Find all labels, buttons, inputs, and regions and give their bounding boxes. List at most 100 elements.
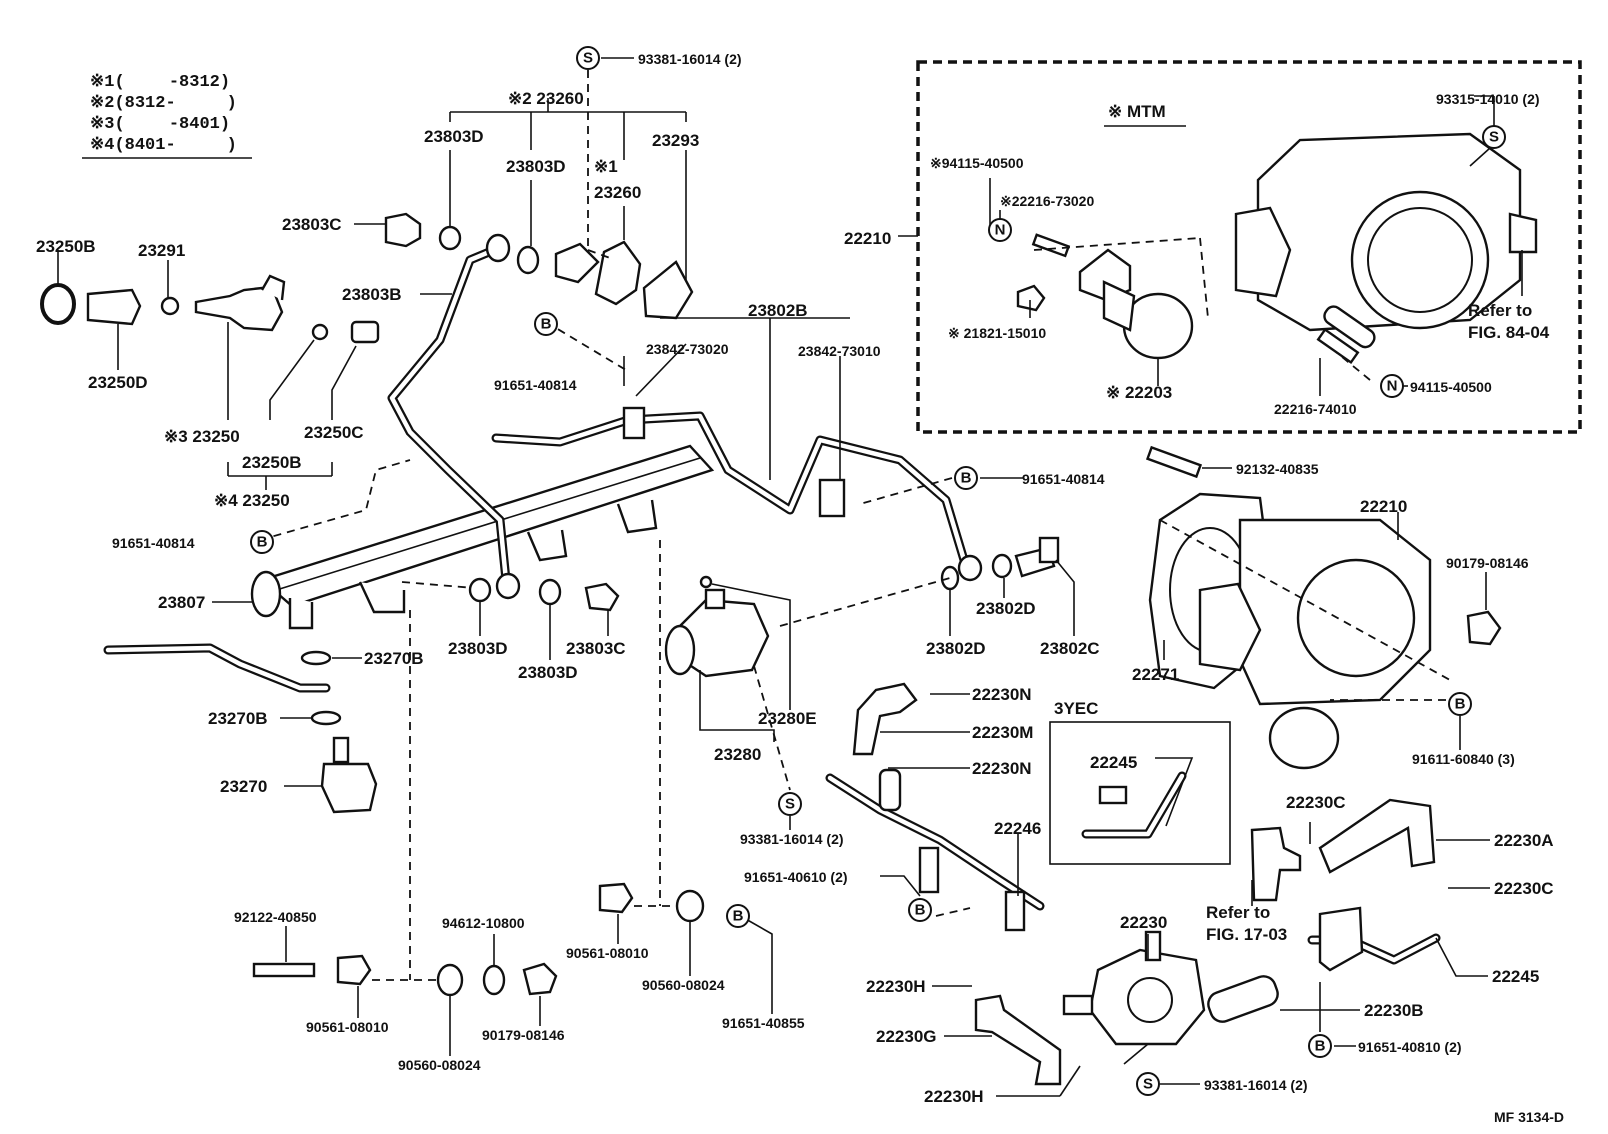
label-23802B: 23802B	[748, 301, 808, 320]
label-23803C-a: 23803C	[282, 215, 342, 234]
fuel-line-pulsation	[103, 643, 378, 814]
label-22230N-b: 22230N	[972, 759, 1032, 778]
gasket-23803D-a	[438, 225, 462, 251]
label-90560-08024-b: 90560-08024	[642, 977, 725, 993]
legend-line-4: ※4(8401- )	[90, 136, 237, 155]
label-94612-10800: 94612-10800	[442, 915, 525, 931]
label-23270: 23270	[220, 777, 267, 796]
3yec-inset-border	[1049, 721, 1231, 865]
stud-22216-74010	[1316, 327, 1360, 365]
leader-lines	[57, 57, 1523, 1097]
fuel-pipe-23802B	[491, 406, 983, 582]
label-22246: 22246	[994, 819, 1041, 838]
grommet-23291	[160, 296, 180, 316]
label-22230: 22230	[1120, 913, 1167, 932]
svg-text:B: B	[541, 316, 552, 333]
label-22230M: 22230M	[972, 723, 1033, 742]
hose-22230M	[852, 682, 918, 756]
hose-22230A	[1318, 798, 1436, 874]
part-labels: 93381-16014 (2) ※2 23260 23803D 23803D 2…	[36, 51, 1564, 1125]
gasket-23803D-c	[468, 577, 492, 603]
pipe-clamp-23842-73020	[622, 406, 646, 440]
label-22203: ※ 22203	[1106, 383, 1172, 402]
water-fitting	[1250, 826, 1441, 972]
air-valve-body	[1088, 948, 1206, 1046]
label-23842-73010: 23842-73010	[798, 343, 881, 359]
b-symbol-top: B	[534, 312, 558, 336]
label-93381-mid: 93381-16014 (2)	[740, 831, 844, 847]
svg-text:S: S	[1489, 129, 1499, 146]
label-91651-40855: 91651-40855	[722, 1015, 805, 1031]
fuel-delivery-pipe	[250, 444, 715, 630]
grommet-90561-a	[336, 954, 372, 986]
label-22230C-b: 22230C	[1494, 879, 1554, 898]
n-symbol-b: N	[1380, 374, 1404, 398]
label-23802C: 23802C	[1040, 639, 1100, 658]
label-90561-08010-a: 90561-08010	[306, 1019, 389, 1035]
label-93315-14010: 93315-14010 (2)	[1436, 91, 1540, 107]
screw-21821-15010	[1016, 284, 1046, 312]
label-23803C-b: 23803C	[566, 639, 626, 658]
rail-bracket	[288, 598, 314, 630]
cold-start-body	[554, 242, 600, 284]
rail-end-cap	[250, 570, 282, 618]
grommet-90561-b	[598, 882, 634, 914]
water-bypass	[825, 682, 1436, 1086]
label-23802D-b: 23802D	[926, 639, 986, 658]
label-90561-08010-b: 90561-08010	[566, 945, 649, 961]
washer-94612	[482, 964, 506, 996]
rail-mount-3	[616, 499, 658, 534]
cold-start-flange	[594, 240, 642, 306]
throttle-linkage-b	[1198, 582, 1262, 672]
rail-mount-2	[526, 529, 568, 562]
svg-text:B: B	[1315, 1038, 1326, 1055]
fuel-pipe-23803B	[387, 233, 521, 600]
delivery-rail-body	[259, 444, 715, 608]
label-23270B-a: 23270B	[364, 649, 424, 668]
3yec-part-label: 22245	[1090, 753, 1137, 772]
union-bolt-23803C-b	[584, 582, 620, 612]
rail-mount-1	[358, 581, 406, 614]
hose-22230B	[1207, 975, 1279, 1023]
label-22230N-a: 22230N	[972, 685, 1032, 704]
label-22210-std: 22210	[1360, 497, 1407, 516]
s-symbol-mid: S	[778, 792, 802, 816]
label-92122-40850: 92122-40850	[234, 909, 317, 925]
label-23250-3: ※3 23250	[164, 427, 240, 446]
3yec-bracket	[1098, 785, 1128, 805]
label-91651-40810: 91651-40810 (2)	[1358, 1039, 1462, 1055]
label-23803D-b: 23803D	[506, 157, 566, 176]
label-91651-40814-right: 91651-40814	[1022, 471, 1105, 487]
o-ring-small	[311, 323, 329, 341]
label-22245: 22245	[1492, 967, 1539, 986]
svg-text:S: S	[1143, 1076, 1153, 1093]
s-symbol-bot: S	[1136, 1072, 1160, 1096]
label-22271: 22271	[1132, 665, 1179, 684]
insulator-23250D	[86, 288, 142, 326]
pressure-regulator	[664, 575, 770, 678]
b-symbol-lower: B	[726, 904, 750, 928]
label-refer-17-b: FIG. 17-03	[1206, 925, 1287, 944]
label-91611-60840: 91611-60840 (3)	[1412, 751, 1515, 767]
label-23260-1-mark: ※1	[594, 157, 618, 176]
union-bolt-23803C	[384, 212, 422, 248]
label-refer-84-b: FIG. 84-04	[1468, 323, 1550, 342]
label-23291: 23291	[138, 241, 185, 260]
water-outlet	[1250, 826, 1302, 902]
variant-legend: ※1( -8312) ※2(8312- ) ※3( -8401) ※4(8401…	[82, 73, 252, 159]
screw-22216-73020	[1031, 233, 1071, 258]
pulsation-damper	[320, 762, 378, 814]
label-23803D-c: 23803D	[448, 639, 508, 658]
3yec-inset-title: 3YEC	[1054, 699, 1098, 718]
o-ring-23280E	[699, 575, 713, 589]
mtm-inset-title: ※ MTM	[1108, 102, 1166, 121]
label-refer-84-a: Refer to	[1468, 301, 1532, 320]
label-91651-40814-left: 91651-40814	[112, 535, 195, 551]
label-23270B-b: 23270B	[208, 709, 268, 728]
throttle-body-standard	[1145, 445, 1502, 770]
label-94115-40500-b: 94115-40500	[1410, 379, 1492, 395]
collar-90560-a	[436, 963, 464, 997]
svg-text:N: N	[1387, 378, 1398, 395]
label-22216-73020: ※22216-73020	[1000, 193, 1094, 209]
label-91651-40610: 91651-40610 (2)	[744, 869, 848, 885]
